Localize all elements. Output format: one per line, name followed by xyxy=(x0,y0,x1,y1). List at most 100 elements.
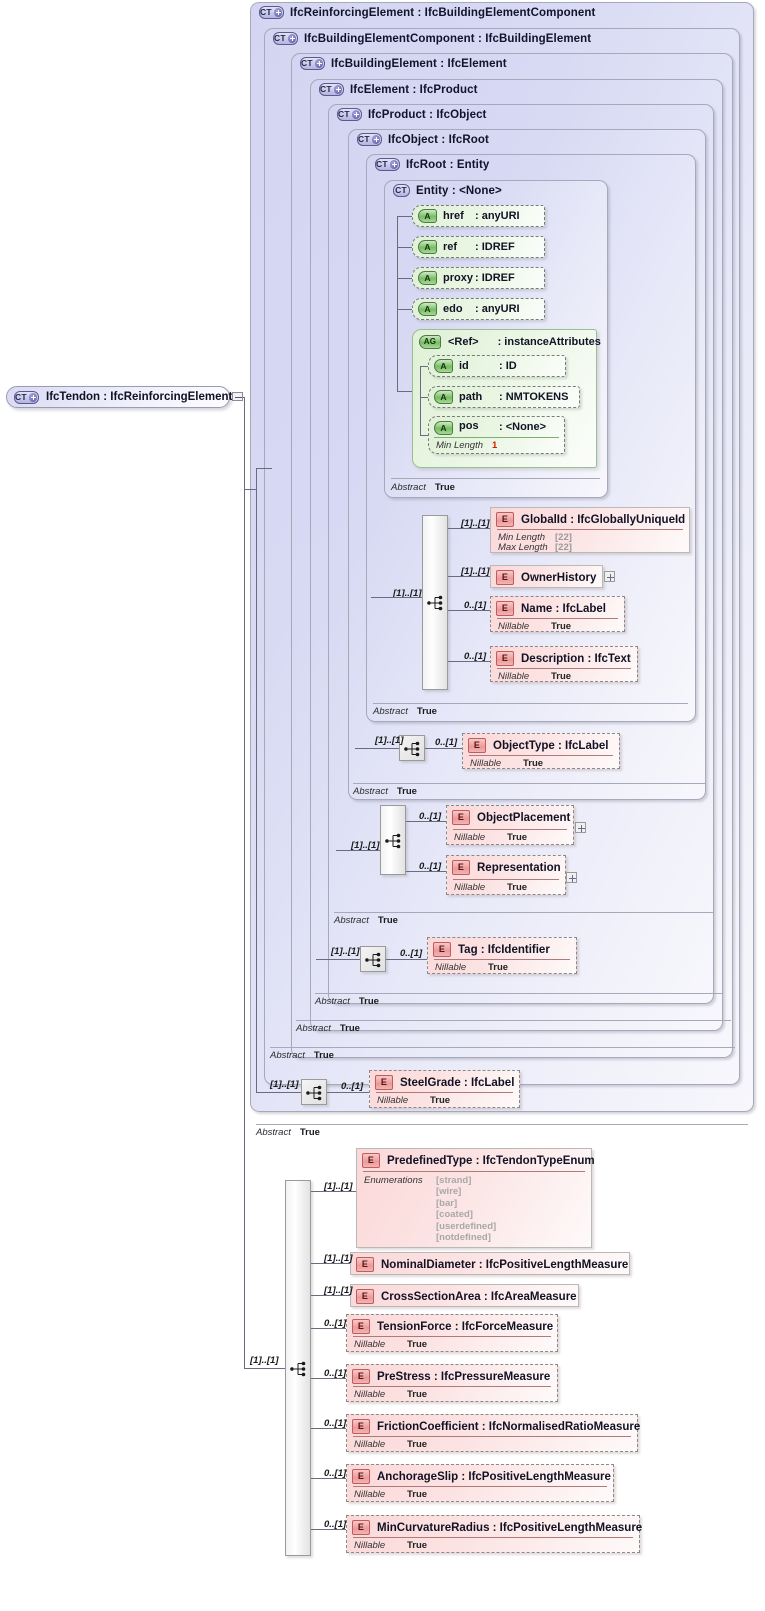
cardinality-ifcreinforcingelement-sequence: [1]..[1] xyxy=(270,1079,299,1090)
facet-min-length: Min Length[22] xyxy=(498,532,572,543)
ct-plus-icon: CT xyxy=(319,83,344,96)
divider xyxy=(497,668,631,669)
attribute-name: ref xyxy=(443,241,458,253)
connector xyxy=(397,391,412,392)
sequence-compositor-ifcelement[interactable] xyxy=(360,946,386,972)
sequence-compositor-ifcobject[interactable] xyxy=(399,735,425,761)
divider xyxy=(453,879,559,880)
sequence-icon xyxy=(365,952,381,968)
e-icon: E xyxy=(452,810,470,825)
element-header: E Representation xyxy=(452,860,561,875)
attribute-path[interactable]: A path : NMTOKENS xyxy=(428,386,580,408)
cardinality-name: 0..[1] xyxy=(464,600,487,611)
element-predefinedtype[interactable]: E PredefinedType : IfcTendonTypeEnum Enu… xyxy=(356,1148,595,1248)
divider xyxy=(363,1171,585,1172)
e-icon: E xyxy=(356,1289,374,1304)
attribute-name: path xyxy=(459,391,483,403)
connector xyxy=(397,216,398,392)
container-header-ifcbuildingelementcomponent: CT IfcBuildingElementComponent : IfcBuil… xyxy=(273,32,591,45)
container-title: IfcElement : IfcProduct xyxy=(350,83,478,96)
sequence-compositor-ifcproduct[interactable] xyxy=(380,805,406,875)
element-frictioncoefficient[interactable]: E FrictionCoefficient : IfcNormalisedRat… xyxy=(346,1414,640,1452)
divider xyxy=(256,1124,748,1125)
e-icon: E xyxy=(375,1075,393,1090)
connector xyxy=(244,1368,285,1369)
element-prestress[interactable]: E PreStress : IfcPressureMeasure Nillabl… xyxy=(346,1364,558,1402)
e-icon: E xyxy=(496,512,514,527)
element-crosssectionarea[interactable]: E CrossSectionArea : IfcAreaMeasure xyxy=(350,1284,579,1307)
a-icon: A xyxy=(418,271,437,285)
sequence-compositor-ifcreinforcingelement[interactable] xyxy=(301,1079,327,1105)
attribute-name: id xyxy=(459,360,469,372)
cardinality-representation: 0..[1] xyxy=(419,861,442,872)
element-label: ObjectType : IfcLabel xyxy=(493,739,609,752)
connector xyxy=(256,468,272,469)
cardinality-tag: 0..[1] xyxy=(400,948,423,959)
connector xyxy=(256,1092,301,1093)
connector xyxy=(448,528,490,529)
container-header-ifcreinforcingelement: CT IfcReinforcingElement : IfcBuildingEl… xyxy=(259,6,595,19)
divider xyxy=(469,755,613,756)
element-anchorageslip[interactable]: E AnchorageSlip : IfcPositiveLengthMeasu… xyxy=(346,1464,614,1502)
attribute-id[interactable]: A id : ID xyxy=(428,355,566,377)
cardinality-description: 0..[1] xyxy=(464,651,487,662)
element-label: SteelGrade : IfcLabel xyxy=(400,1076,515,1089)
connector xyxy=(316,959,360,960)
attribute-edo[interactable]: A edo : anyURI xyxy=(412,298,545,320)
element-header: E PreStress : IfcPressureMeasure xyxy=(352,1369,550,1384)
e-icon: E xyxy=(496,651,514,666)
connector xyxy=(311,1428,346,1429)
container-title: IfcBuildingElement : IfcElement xyxy=(331,57,507,70)
element-tensionforce[interactable]: E TensionForce : IfcForceMeasure Nillabl… xyxy=(346,1314,558,1352)
connector xyxy=(336,850,380,851)
element-nominaldiameter[interactable]: E NominalDiameter : IfcPositiveLengthMea… xyxy=(350,1252,630,1275)
cardinality-ifcelement-sequence: [1]..[1] xyxy=(331,946,360,957)
attribute-pos[interactable]: A pos : <None> Min Length 1 xyxy=(428,416,565,454)
plus-expander-icon[interactable] xyxy=(566,872,577,883)
plus-expander-icon[interactable] xyxy=(604,571,615,582)
sequence-compositor-ifcroot[interactable] xyxy=(422,515,448,690)
element-header: E OwnerHistory xyxy=(496,570,596,585)
element-globalid[interactable]: E GlobalId : IfcGloballyUniqueId Min Len… xyxy=(490,507,690,553)
connector xyxy=(406,871,446,872)
enumerations-label: Enumerations xyxy=(364,1175,423,1186)
divider xyxy=(270,1047,735,1048)
connector xyxy=(311,1478,346,1479)
sequence-compositor-ifctendon[interactable] xyxy=(285,1180,311,1556)
cardinality-anchorageslip: 0..[1] xyxy=(324,1468,347,1479)
element-header: E CrossSectionArea : IfcAreaMeasure xyxy=(356,1289,577,1304)
element-mincurvatureradius[interactable]: E MinCurvatureRadius : IfcPositiveLength… xyxy=(346,1515,642,1553)
element-header: E PredefinedType : IfcTendonTypeEnum xyxy=(362,1153,595,1168)
attribute-proxy[interactable]: A proxy : IDREF xyxy=(412,267,545,289)
cardinality-mincurvatureradius: 0..[1] xyxy=(324,1519,347,1530)
ct-icon: CT xyxy=(393,184,410,197)
e-icon: E xyxy=(352,1319,370,1334)
connector xyxy=(311,1263,350,1264)
root-node-ifctendon[interactable]: CT IfcTendon : IfcReinforcingElement xyxy=(6,386,232,408)
a-icon: A xyxy=(418,240,437,254)
attribute-ref[interactable]: A ref : IDREF xyxy=(412,236,545,258)
collapse-toggle[interactable] xyxy=(232,392,243,401)
element-ownerhistory[interactable]: E OwnerHistory xyxy=(490,565,603,588)
ag-icon: AG xyxy=(419,335,441,349)
connector xyxy=(311,1378,346,1379)
cardinality-ifcobject-sequence: [1]..[1] xyxy=(375,735,404,746)
plus-expander-icon[interactable] xyxy=(575,822,586,833)
element-label: CrossSectionArea : IfcAreaMeasure xyxy=(381,1290,577,1303)
attribute-href[interactable]: A href : anyURI xyxy=(412,205,545,227)
a-icon: A xyxy=(418,302,437,316)
element-label: Representation xyxy=(477,861,561,874)
attribute-type: : anyURI xyxy=(475,303,520,315)
